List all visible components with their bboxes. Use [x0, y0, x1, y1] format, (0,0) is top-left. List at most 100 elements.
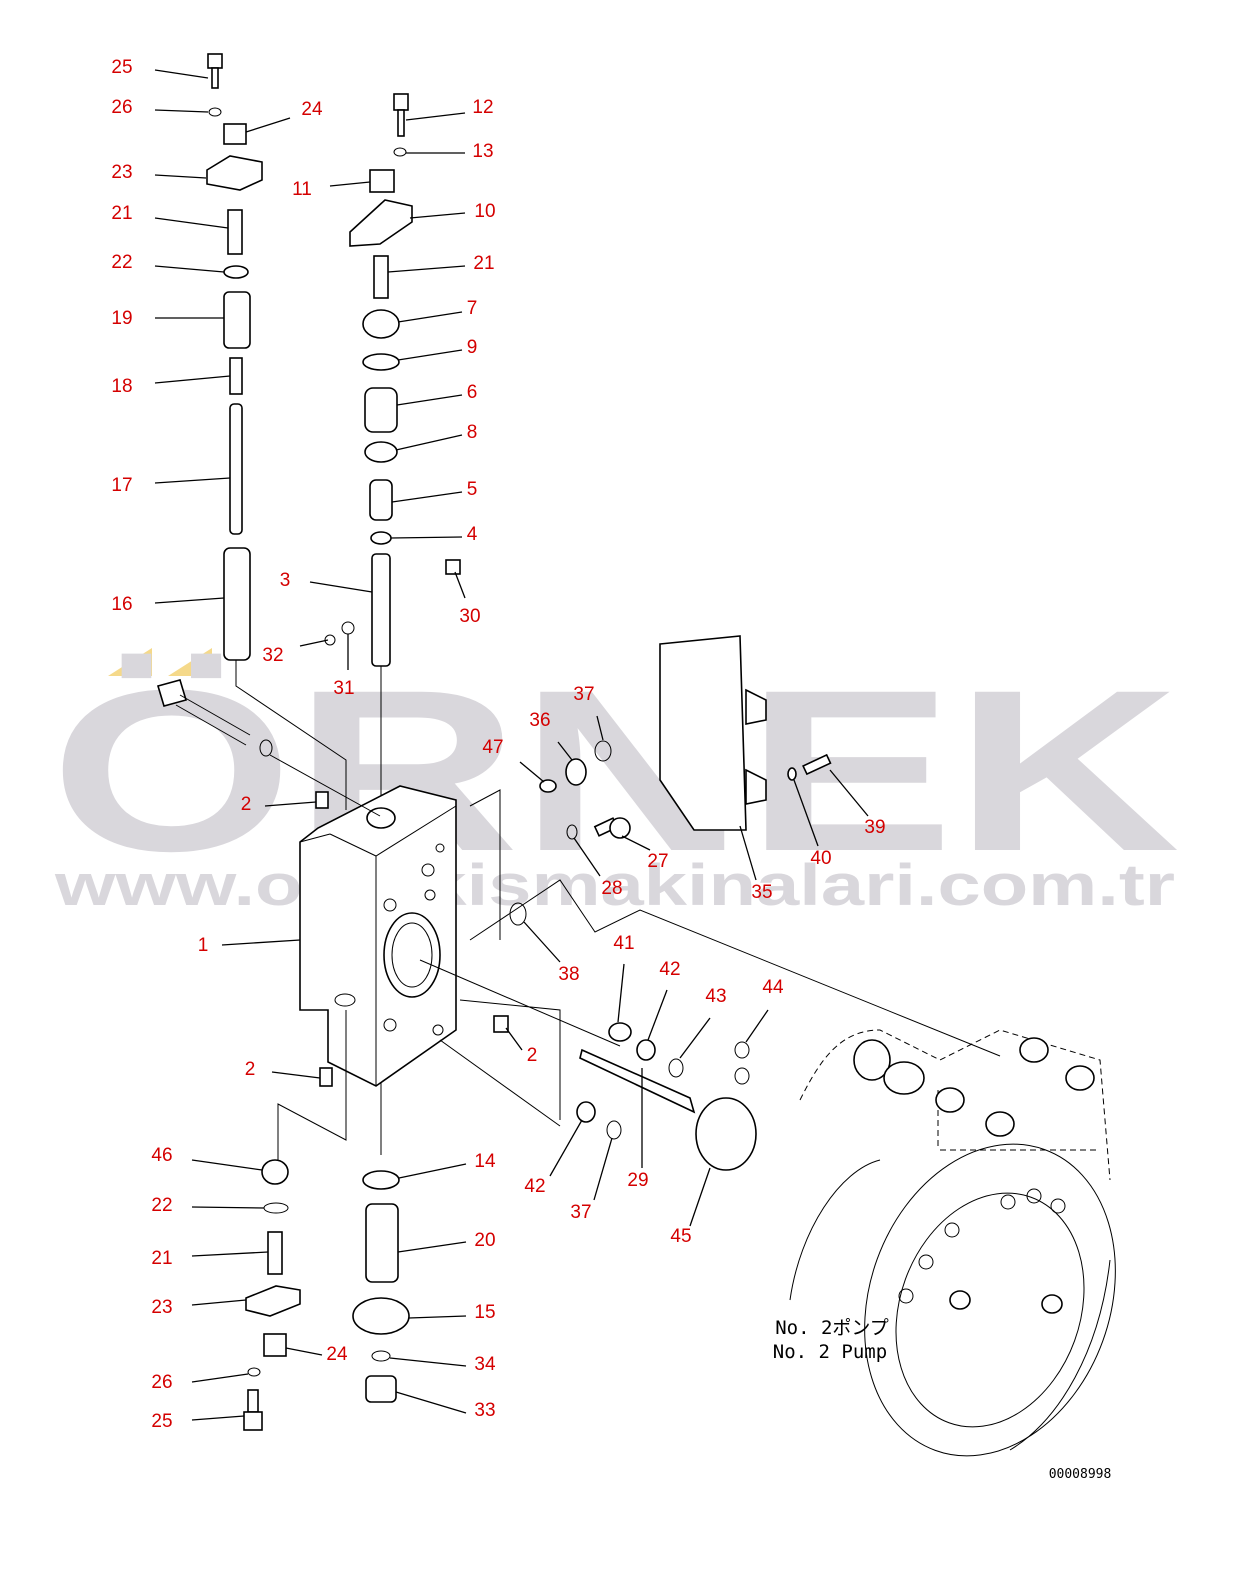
bolt-25-head [207, 53, 223, 69]
callout-31: 31 [333, 678, 354, 699]
leader-line-5 [391, 491, 463, 503]
screw-30 [445, 559, 461, 575]
plug-2b [319, 1067, 333, 1087]
leader-line-1 [221, 939, 301, 946]
callout-10: 10 [474, 201, 495, 222]
leader-line-15 [408, 1315, 467, 1319]
bolt-12-head [393, 93, 409, 111]
callout-45: 45 [670, 1226, 691, 1247]
callout-8: 8 [467, 422, 478, 443]
leader-line-16 [154, 597, 225, 604]
washer-26b [247, 1367, 261, 1377]
callout-26: 26 [111, 97, 132, 118]
pump-label-english: No. 2 Pump [773, 1341, 887, 1363]
bolt-12-shank [397, 109, 405, 137]
callout-18: 18 [111, 376, 132, 397]
leader-line-26 [154, 109, 209, 113]
bolt-39 [802, 753, 832, 776]
oring-28 [566, 824, 578, 840]
spring-21 [227, 209, 243, 255]
washer-40 [787, 767, 797, 781]
callout-21: 21 [473, 253, 494, 274]
leader-line-37 [596, 715, 604, 741]
leader-line-8 [395, 434, 463, 451]
leader-line-24 [245, 117, 291, 133]
plug-33 [365, 1375, 397, 1403]
spool-17 [229, 403, 243, 535]
callout-17: 17 [111, 475, 132, 496]
drawing-number: 00008998 [1049, 1467, 1112, 1482]
lever-29 [579, 1048, 696, 1114]
oring-44b [734, 1067, 750, 1085]
oring-45 [695, 1097, 757, 1171]
leader-line-11 [329, 181, 371, 187]
leader-line-23 [191, 1299, 247, 1306]
port-side [383, 912, 441, 998]
bolt-head [156, 679, 188, 707]
watermark-accent-left [108, 648, 152, 676]
ring [259, 739, 273, 757]
callout-25: 25 [111, 57, 132, 78]
callout-2: 2 [245, 1059, 256, 1080]
nut-24b [263, 1333, 287, 1357]
cover-35 [659, 635, 747, 831]
callout-23: 23 [111, 162, 132, 183]
callout-47: 47 [482, 737, 503, 758]
leader-line-9 [397, 349, 463, 361]
leader-line-20 [397, 1241, 467, 1253]
callout-22: 22 [111, 252, 132, 273]
callout-24: 24 [301, 99, 323, 120]
leader-line-27 [621, 835, 651, 851]
nut-11 [369, 169, 395, 193]
callout-26: 26 [151, 1372, 172, 1393]
sleeve-19 [223, 291, 251, 349]
callout-35: 35 [751, 882, 772, 903]
leader-line-33 [395, 1391, 467, 1414]
spring-5 [369, 479, 393, 521]
flange-23b [245, 1285, 301, 1317]
leader-line-42 [647, 989, 668, 1041]
leader-line-37 [593, 1137, 613, 1201]
seat-46 [261, 1159, 289, 1185]
leader-line-47 [519, 761, 545, 783]
callout-38: 38 [558, 964, 579, 985]
left-upper-valve-stack [206, 53, 263, 661]
plug-2a [315, 791, 329, 809]
leader-line-23 [154, 174, 207, 179]
cap-7 [362, 309, 400, 339]
leader-line-30 [454, 571, 466, 599]
callout-15: 15 [474, 1302, 495, 1323]
callout-21: 21 [151, 1248, 172, 1269]
center-upper-valve-stack [324, 93, 461, 1155]
callout-12: 12 [472, 97, 493, 118]
leader-line-14 [398, 1163, 467, 1179]
spring-6 [364, 387, 398, 433]
bolt-25-shank [211, 67, 219, 89]
bushing-42 [636, 1039, 656, 1061]
callout-14: 14 [474, 1151, 496, 1172]
leader-line-45 [689, 1167, 711, 1227]
oring-9 [362, 353, 400, 371]
leader-line-43 [679, 1017, 711, 1059]
spring-21b [373, 255, 389, 299]
nut-24 [223, 123, 247, 145]
plug-2c [493, 1015, 509, 1033]
oring-44a [734, 1041, 750, 1059]
callout-42: 42 [524, 1176, 545, 1197]
callout-39: 39 [864, 817, 885, 838]
sleeve-16 [223, 547, 251, 661]
callout-1: 1 [198, 935, 209, 956]
watermark-url: www.ornekismakinalari.com.tr [54, 853, 1175, 918]
leader-line-2 [264, 801, 317, 807]
oring-38 [509, 902, 527, 926]
leader-line-18 [154, 375, 231, 384]
callout-44: 44 [762, 977, 784, 998]
pump-label-japanese: No. 2ポンプ [775, 1317, 889, 1339]
callout-34: 34 [474, 1354, 496, 1375]
callout-3: 3 [280, 570, 291, 591]
leader-line-28 [573, 837, 601, 877]
leader-line-21 [387, 265, 466, 273]
flange-10 [349, 199, 413, 247]
